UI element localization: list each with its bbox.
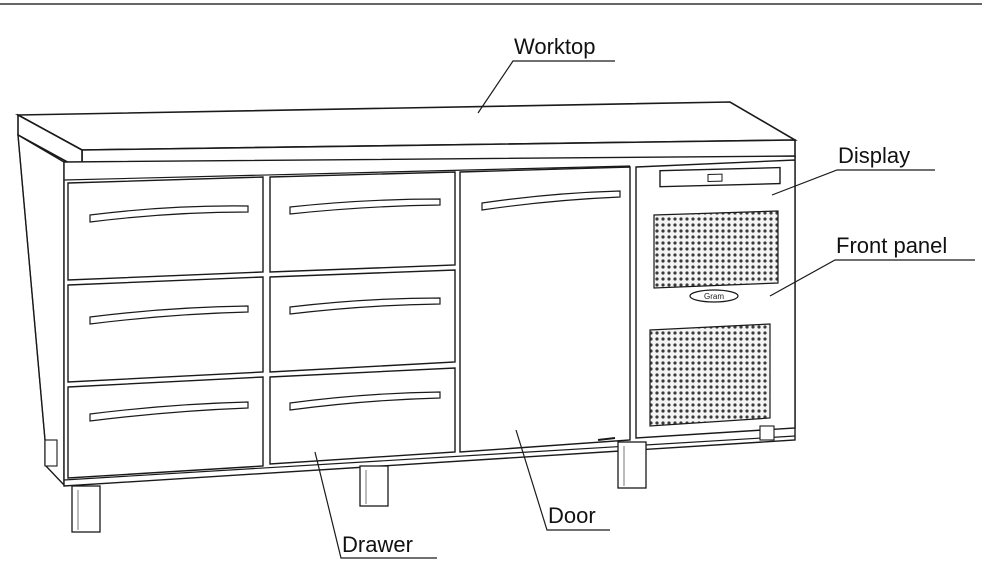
door-label: Door [548,503,596,528]
lower-vent-grille [649,323,771,427]
door-assembly [459,166,631,453]
front-panel-label: Front panel [836,233,948,258]
upper-vent-grille [653,210,779,289]
legs [44,425,775,533]
door-panel [459,166,631,453]
drawer-front [269,269,456,373]
front-panel-leader [769,259,975,297]
drawer-front [269,367,456,465]
door-handle [481,190,621,211]
drawer-front [67,276,264,383]
frame-top-rail [63,165,631,181]
drawer-handle [89,401,249,422]
worktop-label: Worktop [514,34,596,59]
drawer-leader [314,451,437,559]
leg [71,485,101,533]
worktop-leader [477,60,615,114]
leader-lines [314,60,975,559]
drawer-column-left [67,176,264,479]
drawer-handle [289,198,441,215]
door-hinge-mark [597,437,616,441]
leg [759,425,775,441]
drawer-front [67,376,264,479]
drawer-handle [89,205,249,223]
logo-text: Gram [704,292,724,301]
leg [617,441,647,489]
display-leader [771,169,935,196]
display-button [707,173,723,182]
display-label: Display [838,143,911,168]
drawer-front [269,171,456,273]
door-leader [515,429,610,531]
front-panel-assembly: Gram [635,159,796,439]
drawer-handle [289,391,441,411]
drawer-handle [89,305,249,325]
drawer-label: Drawer [342,532,413,557]
leg [44,439,58,467]
drawer-front [67,176,264,281]
drawer-handle [289,297,441,315]
frame-base-rail [63,435,796,481]
logo-badge [689,289,739,303]
leg [359,465,389,507]
cabinet-side-panel [17,133,65,487]
cabinet-side-edge [17,134,46,441]
drawer-column-middle [269,171,456,465]
